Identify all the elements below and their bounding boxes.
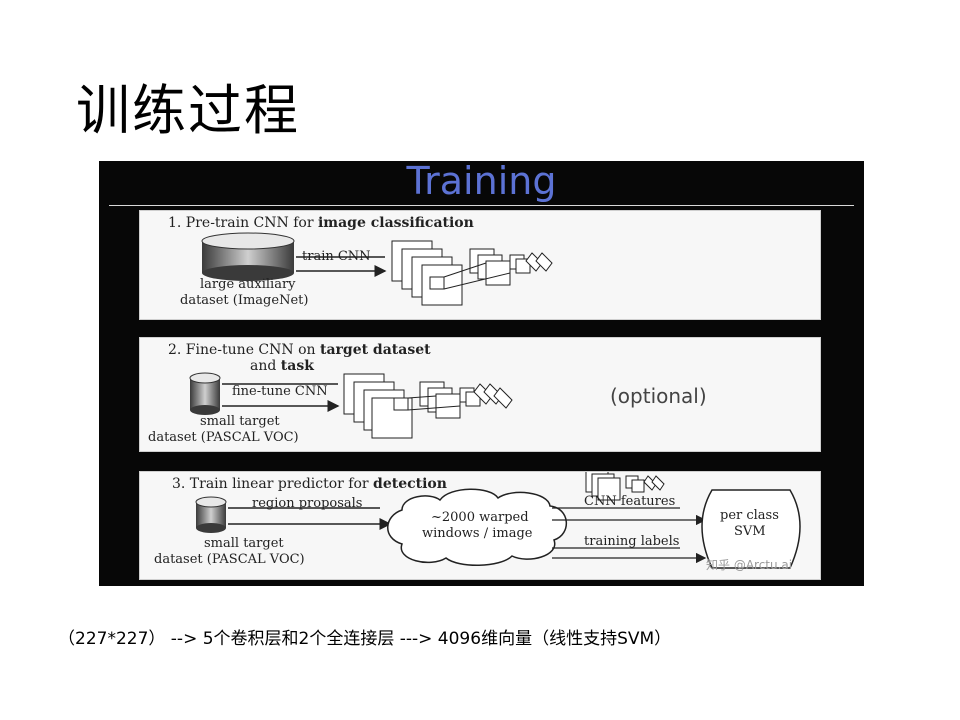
- large-dataset-cylinder-icon: [201, 232, 295, 281]
- finetune-diagram: [189, 372, 513, 439]
- small-dataset-cylinder-icon: [189, 372, 221, 415]
- training-labels-label: training labels: [584, 534, 680, 549]
- detection-diagram: [195, 472, 801, 569]
- step1-title: 1. Pre-train CNN for image classificatio…: [168, 215, 474, 231]
- dataset3-line2: dataset (PASCAL VOC): [154, 552, 305, 567]
- optional-label: (optional): [610, 384, 707, 408]
- cloud-line1: ~2000 warped: [431, 510, 529, 525]
- cnn-stack-icon: [391, 240, 553, 306]
- cloud-line2: windows / image: [422, 526, 533, 541]
- watermark: 知乎 @Arctu.ai: [706, 558, 793, 572]
- panel-pretrain: 1. Pre-train CNN for image classificatio…: [139, 210, 821, 320]
- slide-title: 训练过程: [76, 79, 300, 142]
- step3-title: 3. Train linear predictor for detection: [172, 476, 447, 492]
- small-dataset-cylinder-icon: [195, 496, 227, 533]
- panel-detection: 3. Train linear predictor for detection: [139, 471, 821, 580]
- proposals-cloud-icon: [387, 488, 568, 566]
- cnn-stack-icon: [343, 373, 513, 439]
- train-cnn-label: train CNN: [302, 249, 371, 264]
- training-figure: Training 1. Pre-train CNN for image clas…: [99, 161, 864, 586]
- cnn-features-label: CNN features: [584, 494, 676, 509]
- cnn-features-stack-icon: [585, 472, 665, 501]
- dataset2-line1: small target: [200, 414, 280, 429]
- step2-title-line2: and task: [250, 358, 314, 374]
- dataset1-line2: dataset (ImageNet): [180, 293, 309, 308]
- dataset2-line2: dataset (PASCAL VOC): [148, 430, 299, 445]
- svm-line2: SVM: [734, 524, 766, 539]
- dataset3-line1: small target: [204, 536, 284, 551]
- slide-caption: （227*227） --> 5个卷积层和2个全连接层 ---> 4096维向量（…: [58, 629, 672, 649]
- panel-finetune: 2. Fine-tune CNN on target dataset and t…: [139, 337, 821, 452]
- pretrain-diagram: [201, 232, 553, 306]
- dataset1-line1: large auxiliary: [200, 277, 296, 292]
- region-proposals-label: region proposals: [252, 496, 363, 511]
- figure-heading: Training: [406, 159, 557, 203]
- svm-box: [701, 489, 801, 569]
- svm-line1: per class: [720, 508, 779, 523]
- finetune-cnn-label: fine-tune CNN: [232, 384, 328, 399]
- heading-divider: [109, 205, 854, 206]
- step2-title: 2. Fine-tune CNN on target dataset: [168, 342, 431, 358]
